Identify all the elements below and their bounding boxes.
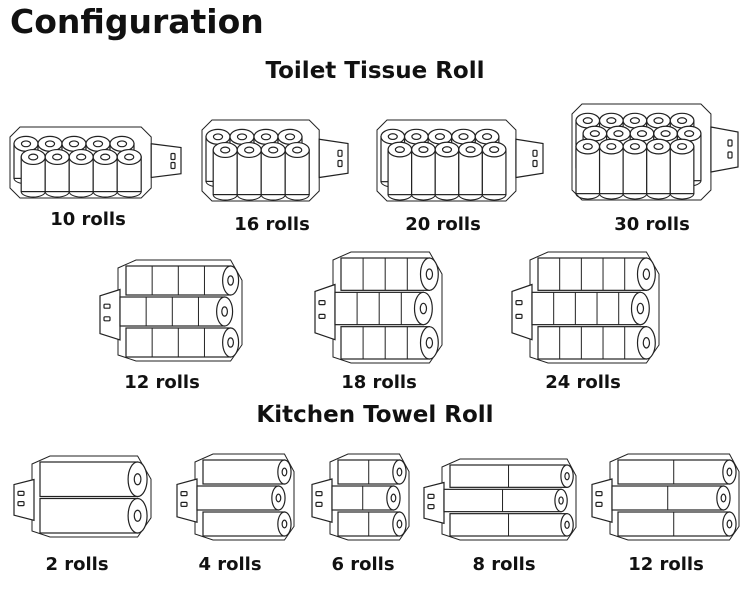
config-label: 4 rolls <box>198 554 262 575</box>
pack-8-rolls-illustration <box>423 458 577 541</box>
config-towel-6: 6 rolls <box>310 452 415 584</box>
config-towel-2: 2 rolls <box>12 454 157 584</box>
config-label: 12 rolls <box>628 554 704 575</box>
config-label: 18 rolls <box>341 372 417 393</box>
config-tissue-18: 18 rolls <box>313 250 448 396</box>
pack-2-rolls-illustration <box>13 455 152 538</box>
config-towel-12: 12 rolls <box>590 452 745 584</box>
pack-6-rolls-illustration <box>311 453 410 541</box>
pack-18-rolls-illustration <box>314 251 443 364</box>
config-tissue-16: 16 rolls <box>200 118 350 236</box>
pack-4-rolls-illustration <box>176 453 295 541</box>
config-label: 24 rolls <box>545 372 621 393</box>
config-label: 2 rolls <box>45 554 109 575</box>
config-towel-8: 8 rolls <box>422 457 582 584</box>
config-label: 6 rolls <box>331 554 395 575</box>
config-tissue-12: 12 rolls <box>98 258 248 396</box>
section-heading-kitchen-towel: Kitchen Towel Roll <box>256 402 494 428</box>
config-towel-4: 4 rolls <box>175 452 300 584</box>
page-title: Configuration <box>10 2 264 41</box>
pack-20-rolls-illustration <box>376 119 544 202</box>
config-tissue-20: 20 rolls <box>375 118 545 236</box>
pack-12-towel-rolls-illustration <box>591 453 740 541</box>
section-heading-toilet-tissue: Toilet Tissue Roll <box>265 58 485 84</box>
config-label: 30 rolls <box>614 214 690 235</box>
pack-30-rolls-illustration <box>571 103 739 201</box>
config-label: 20 rolls <box>405 214 481 235</box>
config-tissue-10: 10 rolls <box>8 125 183 235</box>
pack-16-rolls-illustration <box>201 119 349 202</box>
config-label: 8 rolls <box>472 554 536 575</box>
pack-24-rolls-illustration <box>511 251 660 364</box>
config-label: 10 rolls <box>50 209 126 230</box>
config-tissue-30: 30 rolls <box>570 102 740 236</box>
pack-10-rolls-illustration <box>9 126 182 199</box>
config-label: 12 rolls <box>124 372 200 393</box>
pack-12-rolls-illustration <box>99 259 243 362</box>
config-tissue-24: 24 rolls <box>510 250 665 396</box>
config-label: 16 rolls <box>234 214 310 235</box>
